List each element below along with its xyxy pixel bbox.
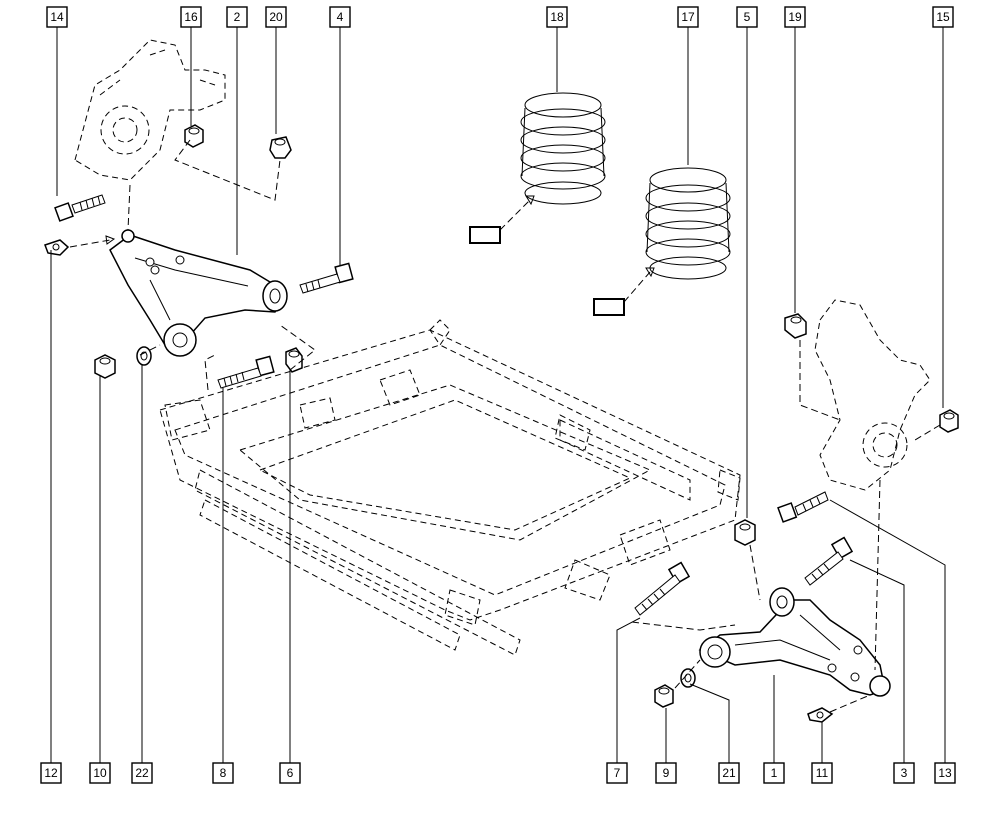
callout-3: 3 <box>893 762 915 784</box>
nut-6 <box>285 347 303 373</box>
bolt-3 <box>804 536 854 586</box>
callout-label: 17 <box>681 10 695 24</box>
callout-label: 6 <box>287 766 294 780</box>
callout-6: 6 <box>279 762 301 784</box>
callout-label: 10 <box>93 766 107 780</box>
callout-5: 5 <box>736 6 758 28</box>
washer-12 <box>44 239 70 256</box>
right-lower-arm <box>698 587 891 697</box>
callout-9: 9 <box>655 762 677 784</box>
callout-11: 11 <box>811 762 833 784</box>
callout-label: 12 <box>44 766 58 780</box>
bolt-8 <box>217 355 275 389</box>
callout-12: 12 <box>40 762 62 784</box>
coil-spring-18 <box>520 92 606 205</box>
callout-8: 8 <box>212 762 234 784</box>
right-knuckle-ghost <box>814 299 931 491</box>
callout-label: 20 <box>269 10 283 24</box>
callout-21: 21 <box>718 762 740 784</box>
callout-label: 21 <box>722 766 736 780</box>
callout-16: 16 <box>180 6 202 28</box>
callout-15: 15 <box>932 6 954 28</box>
callout-2: 2 <box>226 6 248 28</box>
washer-21 <box>680 668 696 688</box>
coil-spring-17 <box>645 167 731 280</box>
callout-19: 19 <box>784 6 806 28</box>
callout-label: 3 <box>901 766 908 780</box>
callout-label: 13 <box>938 766 952 780</box>
bolt-13 <box>777 491 829 523</box>
callout-label: 9 <box>663 766 670 780</box>
bolt-14 <box>54 194 106 222</box>
subframe-ghost <box>159 319 741 656</box>
bolt-4 <box>299 262 354 294</box>
callout-label: 7 <box>614 766 621 780</box>
callout-label: 16 <box>184 10 198 24</box>
callout-label: 8 <box>220 766 227 780</box>
callout-10: 10 <box>89 762 111 784</box>
callout-label: 18 <box>550 10 564 24</box>
nut-20 <box>269 136 292 159</box>
callout-label: 2 <box>234 10 241 24</box>
callout-label: 5 <box>744 10 751 24</box>
nut-15 <box>939 409 959 433</box>
callout-14: 14 <box>46 6 68 28</box>
bolt-7 <box>634 561 691 616</box>
nut-5 <box>734 519 756 546</box>
left-lower-arm <box>109 229 288 357</box>
spring-tag-18 <box>469 226 501 244</box>
callout-4: 4 <box>329 6 351 28</box>
callout-17: 17 <box>677 6 699 28</box>
spring-tag-17 <box>593 298 625 316</box>
callout-label: 1 <box>771 766 778 780</box>
leader-lines <box>50 27 946 763</box>
callout-22: 22 <box>131 762 153 784</box>
callout-label: 22 <box>135 766 149 780</box>
assembly-lines <box>127 139 941 713</box>
callout-1: 1 <box>763 762 785 784</box>
callout-label: 14 <box>50 10 64 24</box>
nut-16 <box>184 124 204 148</box>
left-knuckle-ghost <box>74 39 226 181</box>
washer-22 <box>136 346 152 366</box>
callout-13: 13 <box>934 762 956 784</box>
callout-label: 19 <box>788 10 802 24</box>
washer-11 <box>807 707 834 723</box>
nut-19 <box>784 313 807 339</box>
callout-label: 15 <box>936 10 950 24</box>
callout-label: 11 <box>816 766 829 780</box>
callout-label: 4 <box>337 10 344 24</box>
callout-7: 7 <box>606 762 628 784</box>
nut-10 <box>94 354 116 379</box>
callout-18: 18 <box>546 6 568 28</box>
callout-20: 20 <box>265 6 287 28</box>
nut-9 <box>654 684 674 708</box>
